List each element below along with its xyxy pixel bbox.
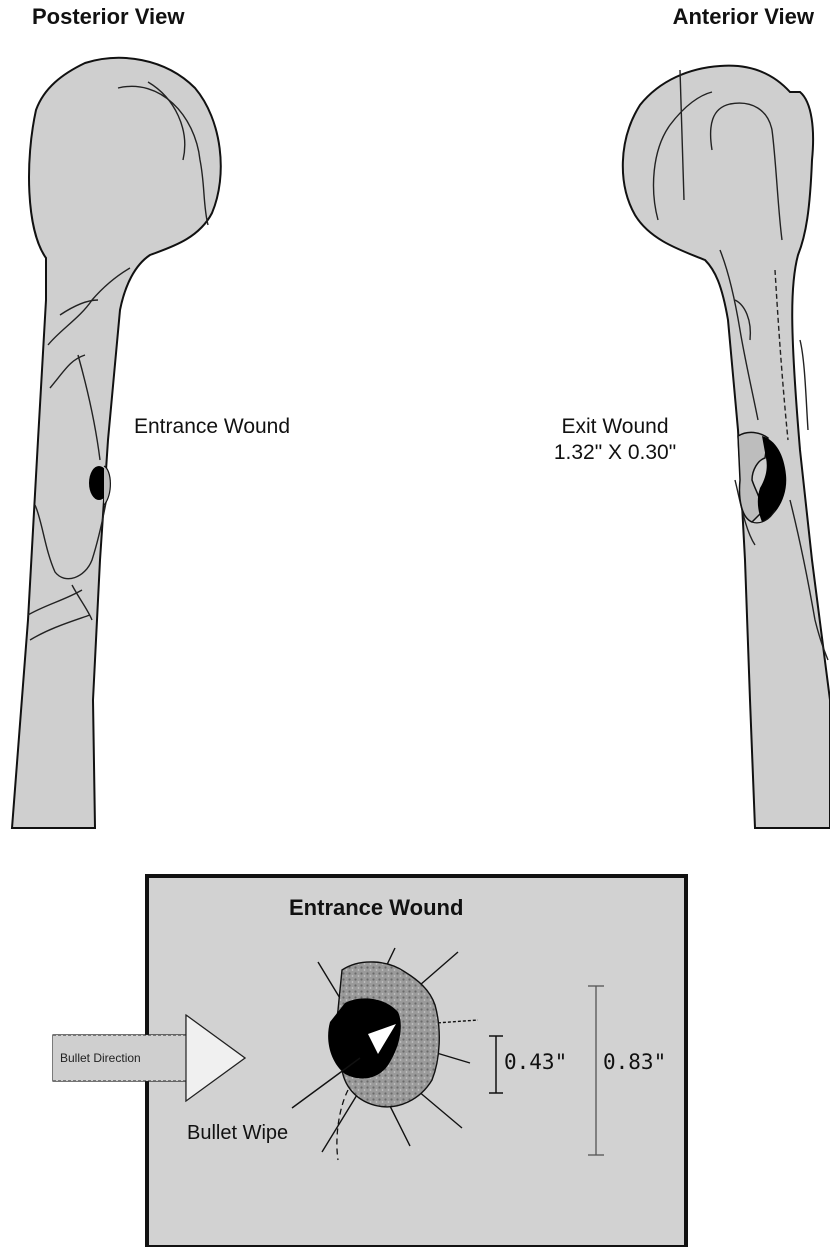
inset-title: Entrance Wound bbox=[289, 895, 463, 921]
inner-measure-label: 0.43" bbox=[504, 1050, 567, 1074]
inset-panel bbox=[53, 876, 686, 1247]
exit-wound-label: Exit Wound 1.32" X 0.30" bbox=[540, 414, 690, 466]
anterior-view-title: Anterior View bbox=[673, 4, 814, 30]
posterior-humerus bbox=[12, 58, 221, 828]
bullet-direction-label: Bullet Direction bbox=[60, 1051, 141, 1065]
entrance-wound-label: Entrance Wound bbox=[134, 414, 290, 440]
posterior-bone-outline bbox=[12, 58, 221, 828]
exit-wound-label-line1: Exit Wound bbox=[540, 414, 690, 440]
exit-wound-dimensions: 1.32" X 0.30" bbox=[540, 440, 690, 466]
bullet-wipe-label: Bullet Wipe bbox=[187, 1122, 288, 1145]
outer-measure-label: 0.83" bbox=[603, 1050, 666, 1074]
posterior-view-title: Posterior View bbox=[32, 4, 184, 30]
